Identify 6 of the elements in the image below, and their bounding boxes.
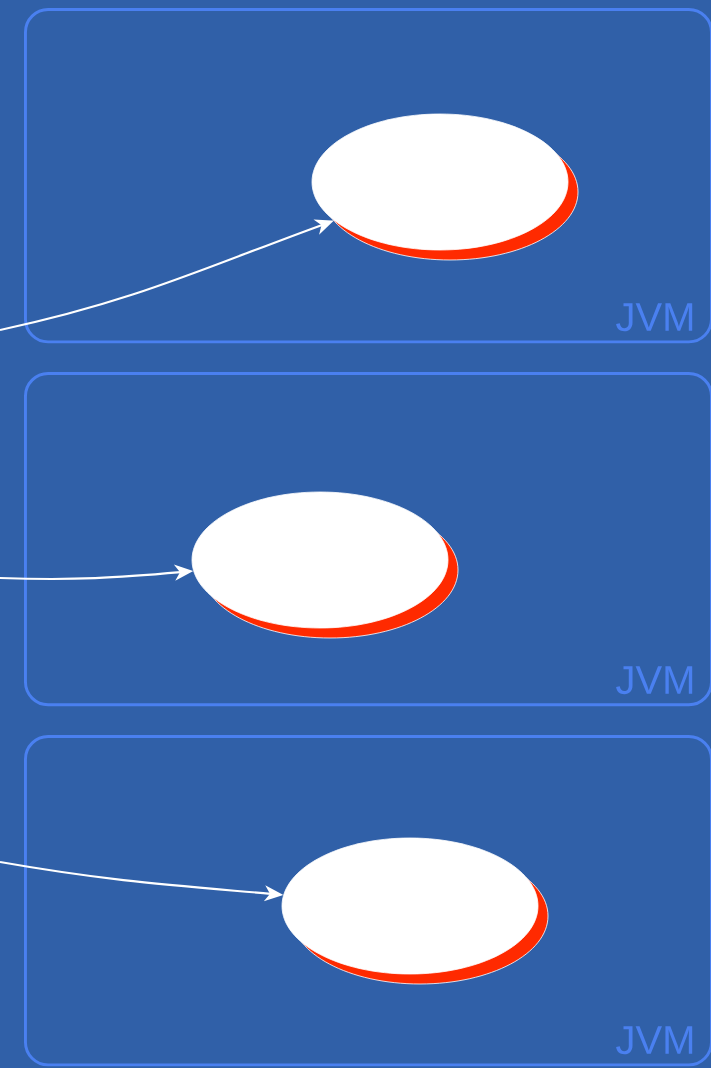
ellipse (281, 837, 549, 985)
ellipse (311, 113, 579, 261)
ellipse (191, 491, 459, 639)
jvm-container: JVM (24, 8, 711, 344)
jvm-container: JVM (24, 372, 711, 707)
jvm-container: JVM (24, 735, 711, 1067)
